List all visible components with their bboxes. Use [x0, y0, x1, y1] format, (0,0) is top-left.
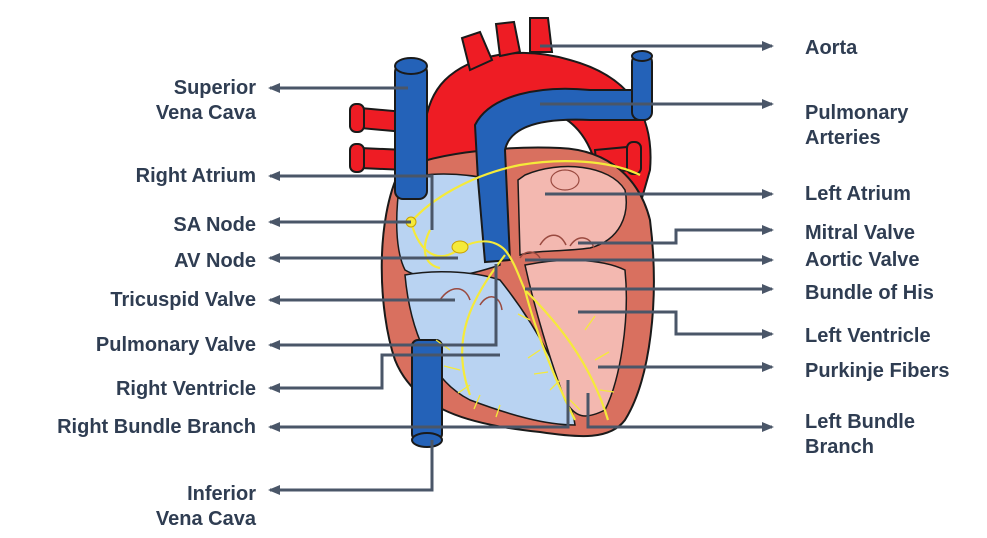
label-pulmonary-arteries: Pulmonary Arteries: [805, 101, 908, 151]
label-left-ventricle: Left Ventricle: [805, 324, 931, 349]
label-sa-node: SA Node: [173, 213, 256, 238]
label-purkinje-fibers: Purkinje Fibers: [805, 359, 950, 384]
left-atrium-opening: [551, 170, 579, 190]
label-bundle-of-his: Bundle of His: [805, 281, 934, 306]
label-right-ventricle: Right Ventricle: [116, 377, 256, 402]
label-pulmonary-valve: Pulmonary Valve: [96, 333, 256, 358]
label-left-atrium: Left Atrium: [805, 182, 911, 207]
label-left-bundle-branch: Left Bundle Branch: [805, 410, 915, 460]
label-inferior-vena-cava: Inferior Vena Cava: [156, 482, 256, 532]
label-tricuspid-valve: Tricuspid Valve: [110, 288, 256, 313]
av-node-shape: [452, 241, 468, 253]
label-mitral-valve: Mitral Valve: [805, 221, 915, 246]
label-right-bundle-branch: Right Bundle Branch: [57, 415, 256, 440]
label-aorta: Aorta: [805, 36, 857, 61]
label-superior-vena-cava: Superior Vena Cava: [156, 76, 256, 126]
label-aortic-valve: Aortic Valve: [805, 248, 920, 273]
label-right-atrium: Right Atrium: [136, 164, 256, 189]
leader-inferior-vena-cava: [270, 440, 432, 490]
label-av-node: AV Node: [174, 249, 256, 274]
